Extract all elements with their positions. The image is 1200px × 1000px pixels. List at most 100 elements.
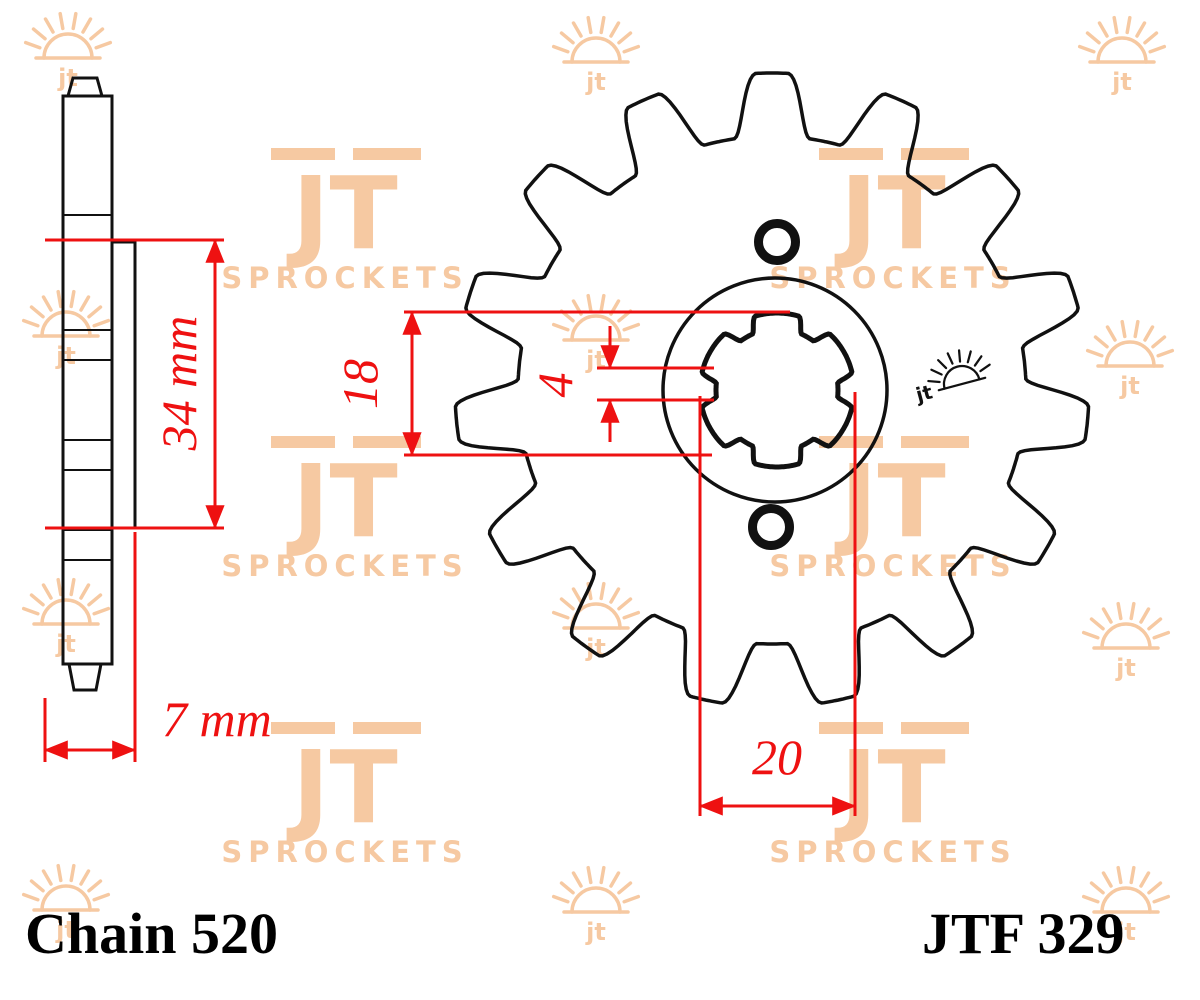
jt-small-logo-text: jt bbox=[585, 68, 606, 96]
sun-ray bbox=[81, 17, 93, 34]
sun-ray bbox=[29, 305, 45, 319]
sun-ray bbox=[957, 349, 962, 363]
sun-ray bbox=[1081, 630, 1100, 640]
jt-brand-text: JT bbox=[834, 155, 945, 272]
sun-ray bbox=[1089, 617, 1105, 631]
sun-ray bbox=[58, 11, 65, 31]
jt-small-logo-text: jt bbox=[1119, 372, 1140, 400]
jt-sun-watermark: jt bbox=[551, 865, 641, 946]
sun-ray bbox=[41, 583, 53, 600]
sun-ray bbox=[1129, 865, 1136, 885]
sun-half-circle bbox=[40, 598, 92, 626]
logo-bar bbox=[819, 148, 883, 160]
sun-ray bbox=[87, 879, 103, 893]
sun-ray bbox=[586, 293, 593, 313]
sun-ray bbox=[1120, 319, 1127, 339]
dim-label-4: 4 bbox=[527, 373, 583, 398]
hatch-band-1 bbox=[62, 95, 113, 216]
sun-ray bbox=[571, 21, 583, 38]
logo-bar bbox=[901, 148, 969, 160]
logo-bar bbox=[901, 722, 969, 734]
sun-ray bbox=[559, 597, 575, 611]
sun-ray bbox=[1116, 865, 1123, 885]
sun-ray bbox=[41, 869, 53, 886]
jt-small-logo-text: jt bbox=[55, 630, 76, 658]
jt-sun-watermark: jt bbox=[21, 863, 111, 944]
sun-ray bbox=[599, 15, 606, 35]
sun-ray bbox=[56, 863, 63, 883]
jt-sun-watermark: jt bbox=[21, 289, 111, 370]
tooth-ring-section bbox=[110, 240, 137, 530]
logo-bar bbox=[819, 722, 883, 734]
sun-ray bbox=[1147, 881, 1163, 895]
sun-ray bbox=[89, 27, 105, 41]
sun-ray bbox=[1139, 607, 1151, 624]
logo-bar bbox=[271, 148, 335, 160]
logo-bar bbox=[353, 148, 421, 160]
sun-ray bbox=[87, 593, 103, 607]
sun-ray bbox=[79, 583, 91, 600]
sun-ray bbox=[1143, 31, 1159, 45]
sun-half-circle bbox=[570, 314, 622, 342]
sun-ray bbox=[609, 871, 621, 888]
sun-ray bbox=[1085, 348, 1104, 358]
sun-half-circle bbox=[1100, 886, 1152, 914]
sun-half-circle bbox=[1096, 36, 1148, 64]
dimension-bore-18: 18 bbox=[332, 310, 790, 457]
sun-half-circle bbox=[942, 364, 981, 390]
sun-ray bbox=[94, 40, 113, 50]
jt-black-mark-group: jt bbox=[913, 349, 991, 407]
sprockets-text: SPROCKETS bbox=[221, 261, 468, 295]
logo-bar bbox=[901, 436, 969, 448]
dimension-tooth-width-7mm: 7 mm bbox=[43, 532, 272, 762]
sprocket-front-view: jt bbox=[453, 71, 1091, 705]
sun-ray bbox=[599, 865, 606, 885]
hatch-band-4 bbox=[62, 469, 113, 531]
sun-ray bbox=[599, 293, 606, 313]
jt-sun-watermark: jt bbox=[1081, 865, 1171, 946]
sun-ray bbox=[56, 289, 63, 309]
sun-half-circle bbox=[42, 32, 94, 60]
jt-small-logo-text: jt bbox=[1115, 654, 1136, 682]
sun-ray bbox=[551, 610, 570, 620]
logo-bar bbox=[271, 722, 335, 734]
sun-ray bbox=[966, 350, 972, 364]
sun-ray bbox=[937, 359, 948, 370]
sun-ray bbox=[1077, 44, 1096, 54]
sun-ray bbox=[551, 894, 570, 904]
sun-ray bbox=[1112, 15, 1119, 35]
sprockets-text: SPROCKETS bbox=[221, 835, 468, 869]
sun-ray bbox=[92, 318, 111, 328]
sun-ray bbox=[1139, 871, 1151, 888]
sun-ray bbox=[1116, 601, 1123, 621]
sun-ray bbox=[69, 863, 76, 883]
sun-ray bbox=[617, 597, 633, 611]
jt-brand-text: JT bbox=[286, 729, 397, 846]
sun-ray bbox=[69, 577, 76, 597]
sun-ray bbox=[979, 363, 991, 373]
jt-small-logo-text: jt bbox=[585, 346, 606, 374]
sun-ray bbox=[1152, 894, 1171, 904]
sun-ray bbox=[586, 15, 593, 35]
dim-label-20: 20 bbox=[752, 729, 802, 785]
sun-ray bbox=[609, 21, 621, 38]
sun-half-circle bbox=[570, 886, 622, 914]
sun-ray bbox=[1133, 319, 1140, 339]
spline-bore-outline bbox=[699, 310, 855, 470]
sun-ray bbox=[559, 31, 575, 45]
sprockets-text: SPROCKETS bbox=[221, 549, 468, 583]
sun-ray bbox=[586, 865, 593, 885]
sun-ray bbox=[79, 869, 91, 886]
sun-ray bbox=[92, 606, 111, 616]
sun-ray bbox=[87, 305, 103, 319]
sun-ray bbox=[1148, 44, 1167, 54]
sun-ray bbox=[1156, 348, 1175, 358]
shaft-body bbox=[61, 94, 114, 666]
sun-ray bbox=[1125, 15, 1132, 35]
